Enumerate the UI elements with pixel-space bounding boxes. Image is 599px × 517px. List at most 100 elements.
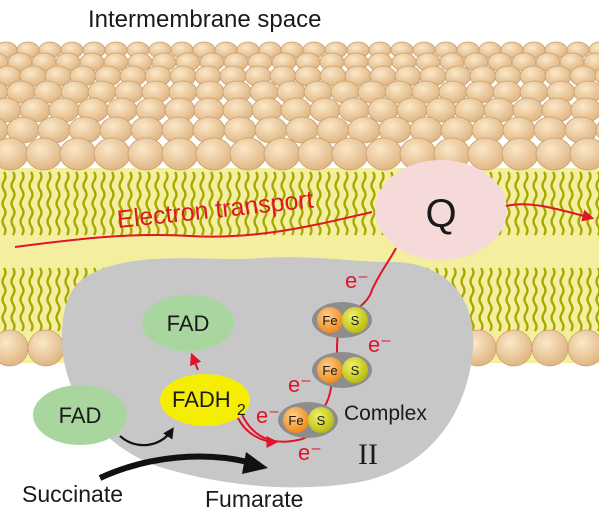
electron-transport-arrow xyxy=(14,211,373,248)
lipid-tail xyxy=(577,171,583,236)
lipid-tail xyxy=(316,171,322,236)
lipid-tail xyxy=(253,171,259,236)
lipid-head xyxy=(595,121,599,139)
iron-label: Fe xyxy=(288,413,303,428)
lipid-tail xyxy=(244,171,250,236)
lipid-tail xyxy=(28,267,34,332)
lipid-tail xyxy=(109,171,115,236)
lipid-tail xyxy=(181,171,187,236)
lipid-head xyxy=(495,329,533,367)
lipid-tail xyxy=(352,171,358,236)
complex-ii-body xyxy=(62,257,474,488)
lipid-head xyxy=(127,137,165,171)
quinone-label: Q xyxy=(425,192,456,236)
lipid-head xyxy=(365,137,403,171)
lipid-tail xyxy=(361,171,367,236)
sulfur-label: S xyxy=(317,413,326,428)
lipid-tail xyxy=(226,171,232,236)
lipid-tail xyxy=(568,171,574,236)
lipid-tail xyxy=(532,171,538,236)
lipid-tail xyxy=(271,171,277,236)
lipid-tail xyxy=(343,171,349,236)
electron-label-2: e⁻ xyxy=(368,332,392,357)
lipid-tail xyxy=(586,171,592,236)
lipid-tail xyxy=(46,267,52,332)
lipid-tail xyxy=(145,171,151,236)
lipid-tail xyxy=(28,171,34,236)
lipid-tail xyxy=(217,171,223,236)
lipid-head xyxy=(535,137,573,171)
lipid-tail xyxy=(37,171,43,236)
complex-label: Complex xyxy=(344,402,427,425)
lipid-tail xyxy=(82,171,88,236)
lipid-tail xyxy=(55,171,61,236)
lipid-tail xyxy=(154,171,160,236)
lipid-tail xyxy=(10,267,16,332)
lipid-tail xyxy=(370,171,376,236)
lipid-tail xyxy=(19,267,25,332)
fadh2-to-fad-arrow xyxy=(189,352,202,371)
quinone-ellipse xyxy=(375,160,507,260)
lipid-tail xyxy=(505,171,511,236)
fadh2-main: FADH xyxy=(172,387,231,412)
fadh2-electron-arrow xyxy=(237,417,279,448)
lipid-tail xyxy=(559,171,565,236)
lipid-head xyxy=(229,137,267,171)
lipid-tail xyxy=(37,267,43,332)
sulfur-label: S xyxy=(351,363,360,378)
lipid-tail xyxy=(1,171,7,236)
lipid-head xyxy=(93,137,131,171)
lipid-tail xyxy=(55,267,61,332)
succinate-fumarate-arrowhead xyxy=(242,452,268,474)
fad-to-fadh2-arrow xyxy=(119,427,174,447)
lipid-head xyxy=(59,137,97,171)
lipid-head xyxy=(501,137,539,171)
succinate-fumarate-arrow xyxy=(98,453,249,481)
iron-atom xyxy=(317,357,343,383)
fad-substrate-ellipse xyxy=(33,385,127,445)
fad-substrate-label: FAD xyxy=(59,403,102,428)
lipid-tail xyxy=(73,171,79,236)
lipid-head xyxy=(27,329,65,367)
lipid-tail xyxy=(541,267,547,332)
lipid-tail xyxy=(523,267,529,332)
lipid-tail xyxy=(586,267,592,332)
fadh2-subscript: 2 xyxy=(237,402,246,419)
iron-atom xyxy=(317,307,343,333)
succinate-label: Succinate xyxy=(22,481,123,507)
lipid-tail xyxy=(190,171,196,236)
sulfur-atom xyxy=(308,407,334,433)
complex-numeral: II xyxy=(358,438,378,471)
lipid-tail xyxy=(1,267,7,332)
lipid-tail xyxy=(514,267,520,332)
sulfur-atom xyxy=(342,357,368,383)
lipid-tail xyxy=(550,267,556,332)
lipid-tail xyxy=(289,171,295,236)
lipid-tail xyxy=(298,171,304,236)
iron-label: Fe xyxy=(322,363,337,378)
intermembrane-space-label: Intermembrane space xyxy=(88,6,321,33)
sulfur-label: S xyxy=(351,313,360,328)
lipid-tail xyxy=(10,171,16,236)
lipid-head xyxy=(594,68,599,84)
lipid-tail xyxy=(325,171,331,236)
lipid-tail xyxy=(46,171,52,236)
sulfur-atom xyxy=(342,307,368,333)
lipid-head xyxy=(161,137,199,171)
lipid-tail xyxy=(100,171,106,236)
fad-product-ellipse xyxy=(142,295,234,351)
fe-s-cluster-2: Fe S xyxy=(312,352,372,388)
lipid-head xyxy=(263,137,301,171)
lipid-tail xyxy=(136,171,142,236)
lipid-tail xyxy=(595,267,599,332)
lipid-head xyxy=(297,137,335,171)
lipid-head xyxy=(25,137,63,171)
iron-atom xyxy=(283,407,309,433)
lipid-tail xyxy=(199,171,205,236)
lipid-tail xyxy=(469,267,475,332)
lipid-tail xyxy=(235,171,241,236)
fad-product-label: FAD xyxy=(167,311,210,336)
lipid-tail xyxy=(280,171,286,236)
lipid-tail xyxy=(127,171,133,236)
